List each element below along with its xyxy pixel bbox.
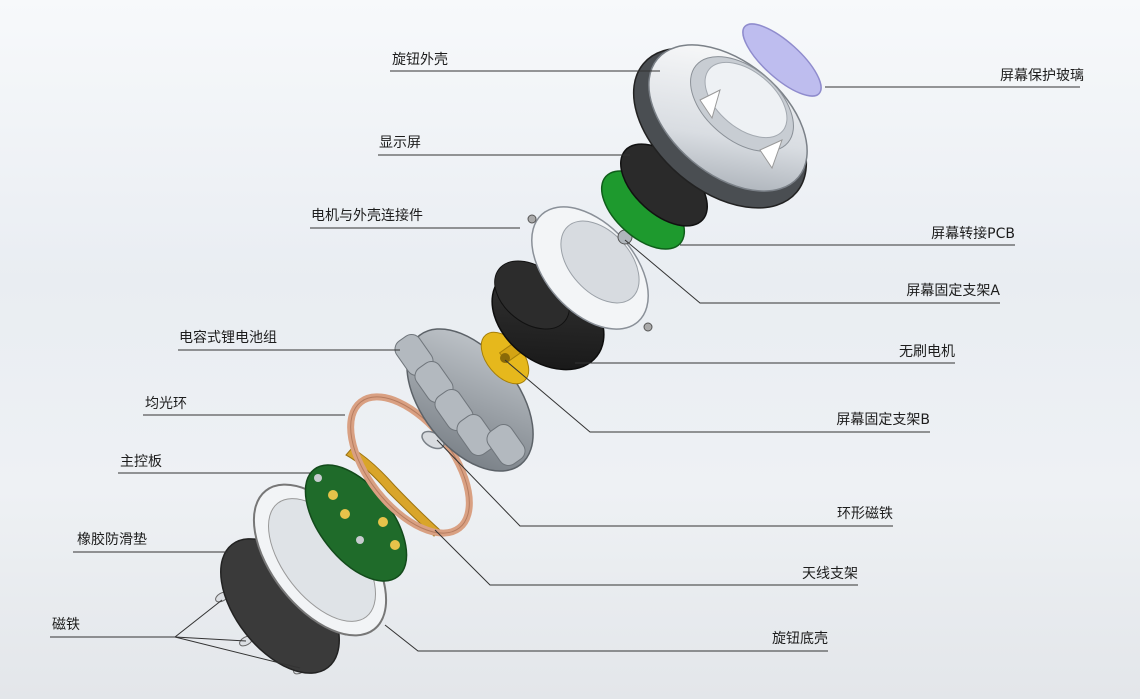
leader-antenna-bracket bbox=[434, 529, 858, 586]
leader-bracket-b bbox=[504, 359, 930, 433]
label-light-ring: 均光环 bbox=[145, 396, 187, 412]
label-magnets: 磁铁 bbox=[52, 617, 80, 633]
leader-magnets-3 bbox=[174, 636, 301, 669]
label-screen-pcb: 屏幕转接PCB bbox=[931, 226, 1015, 242]
knob-base-part bbox=[252, 483, 388, 637]
leader-bracket-a bbox=[624, 239, 1000, 304]
antenna-bracket-part bbox=[345, 447, 441, 537]
label-antenna-bracket: 天线支架 bbox=[802, 566, 858, 582]
label-screen-glass: 屏幕保护玻璃 bbox=[1000, 68, 1084, 84]
label-knob-shell: 旋钮外壳 bbox=[392, 52, 448, 68]
label-bracket-b: 屏幕固定支架B bbox=[836, 412, 930, 428]
leader-magnets-1 bbox=[174, 599, 223, 638]
label-bracket-a: 屏幕固定支架A bbox=[906, 283, 1000, 299]
knob-shell-part bbox=[632, 44, 808, 209]
label-rubber-pad: 橡胶防滑垫 bbox=[77, 532, 147, 548]
leader-magnets-2 bbox=[174, 636, 247, 642]
label-battery-pack: 电容式锂电池组 bbox=[179, 330, 277, 346]
main-board-part bbox=[304, 464, 408, 582]
label-display: 显示屏 bbox=[379, 135, 421, 151]
screen-glass-part bbox=[742, 23, 822, 97]
label-knob-base: 旋钮底壳 bbox=[772, 631, 828, 647]
label-brushless-motor: 无刷电机 bbox=[899, 344, 955, 360]
label-main-board: 主控板 bbox=[120, 454, 162, 470]
leader-knob-base bbox=[384, 624, 828, 652]
label-ring-magnet: 环形磁铁 bbox=[837, 506, 893, 522]
label-motor-connector: 电机与外壳连接件 bbox=[311, 208, 423, 224]
bracket-a-part bbox=[527, 206, 653, 332]
leader-lines bbox=[50, 70, 1080, 669]
leader-ring-magnet bbox=[436, 439, 893, 527]
